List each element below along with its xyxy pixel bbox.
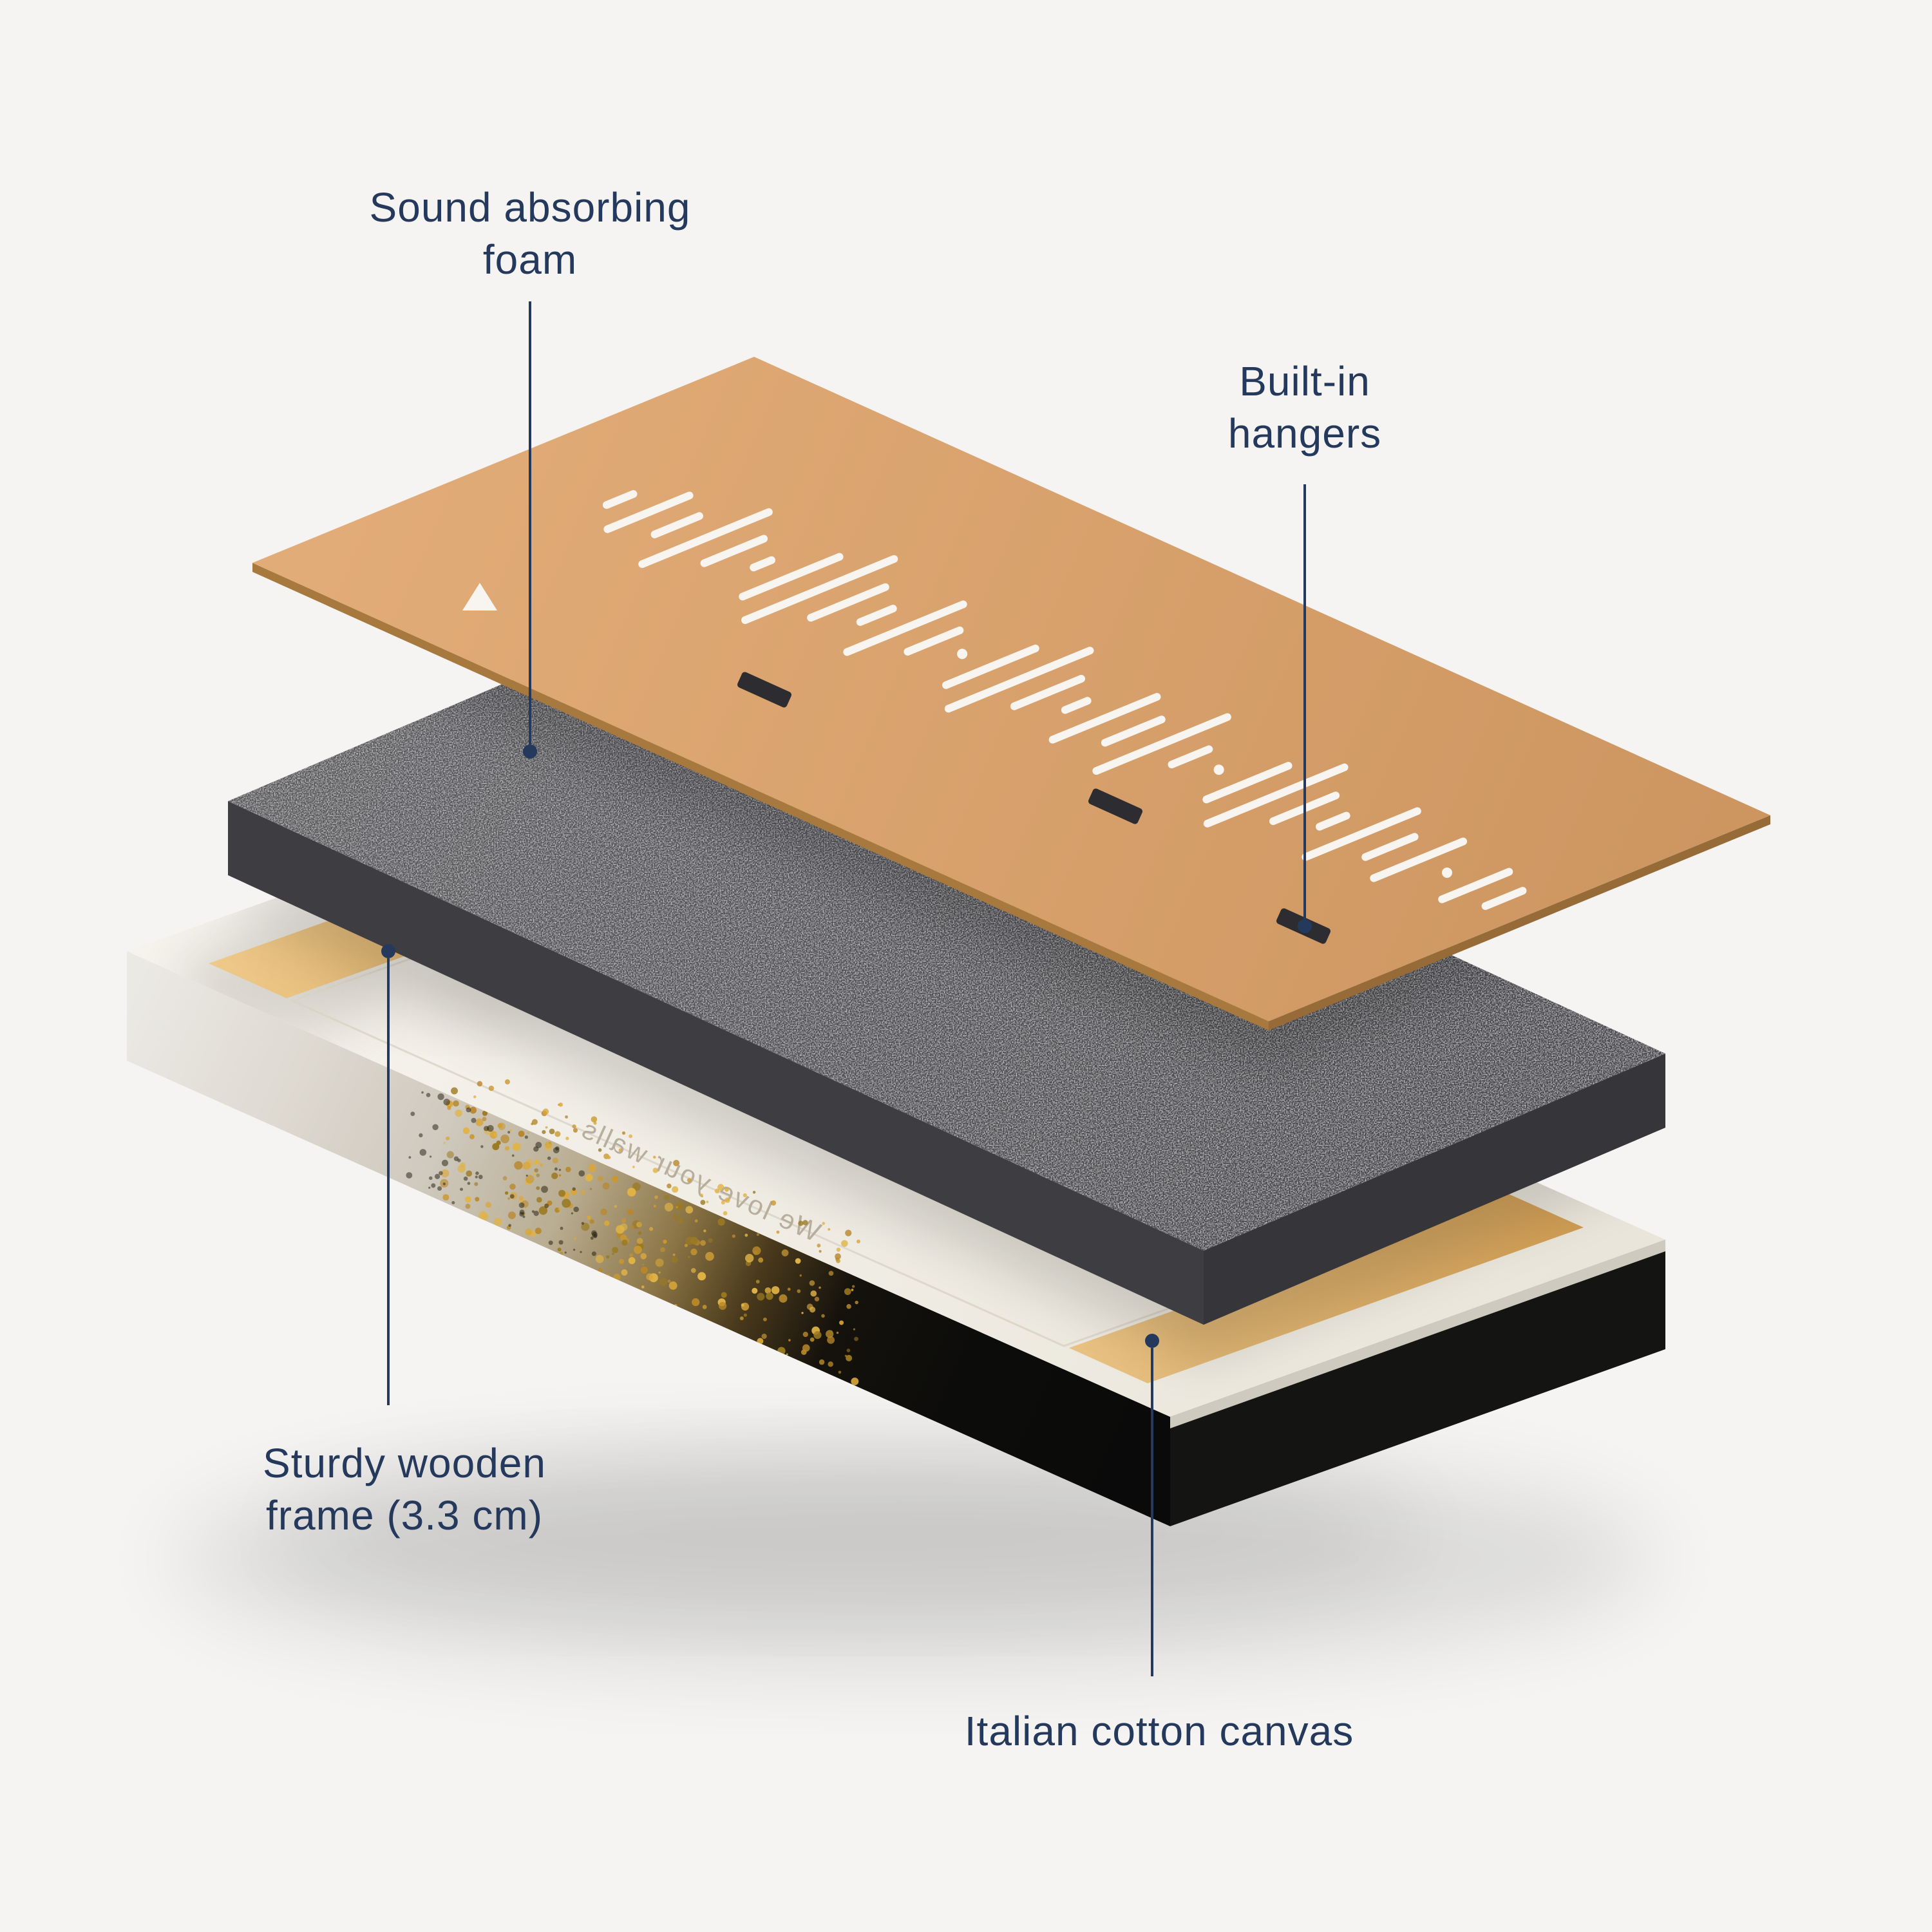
label-text: hangers: [1227, 410, 1382, 457]
board-front-right-edge: [1269, 815, 1770, 1030]
label-text: Built-in: [1239, 358, 1370, 404]
hanger-slot: [1088, 788, 1143, 824]
label-text: Sound absorbing: [369, 184, 691, 231]
label-text: Italian cotton canvas: [964, 1708, 1354, 1754]
gold-speckle-artwork: [406, 1091, 859, 1386]
foam-top-face: [228, 604, 1665, 1251]
callout-foam-line: [529, 301, 531, 744]
hanger-slot: [737, 672, 792, 708]
callout-canvas-dot: [1145, 1334, 1159, 1348]
callout-foam-label: Sound absorbing foam: [208, 182, 852, 287]
soundwave-cutouts: [602, 490, 1527, 910]
callout-canvas-label: Italian cotton canvas: [773, 1705, 1546, 1757]
canvas-edge-highlight: [1170, 1240, 1665, 1428]
callout-frame-dot: [381, 944, 395, 958]
callout-hangers-dot: [1298, 919, 1312, 933]
corner-cutout: [462, 583, 497, 611]
callout-hangers-line: [1303, 484, 1306, 920]
callout-canvas-line: [1151, 1348, 1153, 1676]
callout-frame-line: [387, 958, 390, 1405]
callout-frame-label: Sturdy wooden frame (3.3 cm): [115, 1437, 694, 1542]
canvas-front-right-face: [1170, 1240, 1665, 1526]
foam-front-right-face: [1204, 1054, 1665, 1325]
board-layer: [252, 357, 1770, 1030]
gold-speckle-spill: [451, 1079, 860, 1264]
label-text: foam: [482, 236, 578, 283]
foam-front-left-face: [228, 801, 1204, 1325]
label-text: Sturdy wooden: [263, 1440, 546, 1486]
callout-foam-dot: [523, 744, 537, 759]
board-front-left-edge: [252, 563, 1269, 1030]
label-text: frame (3.3 cm): [265, 1492, 544, 1539]
callout-hangers-label: Built-in hangers: [1047, 355, 1562, 460]
